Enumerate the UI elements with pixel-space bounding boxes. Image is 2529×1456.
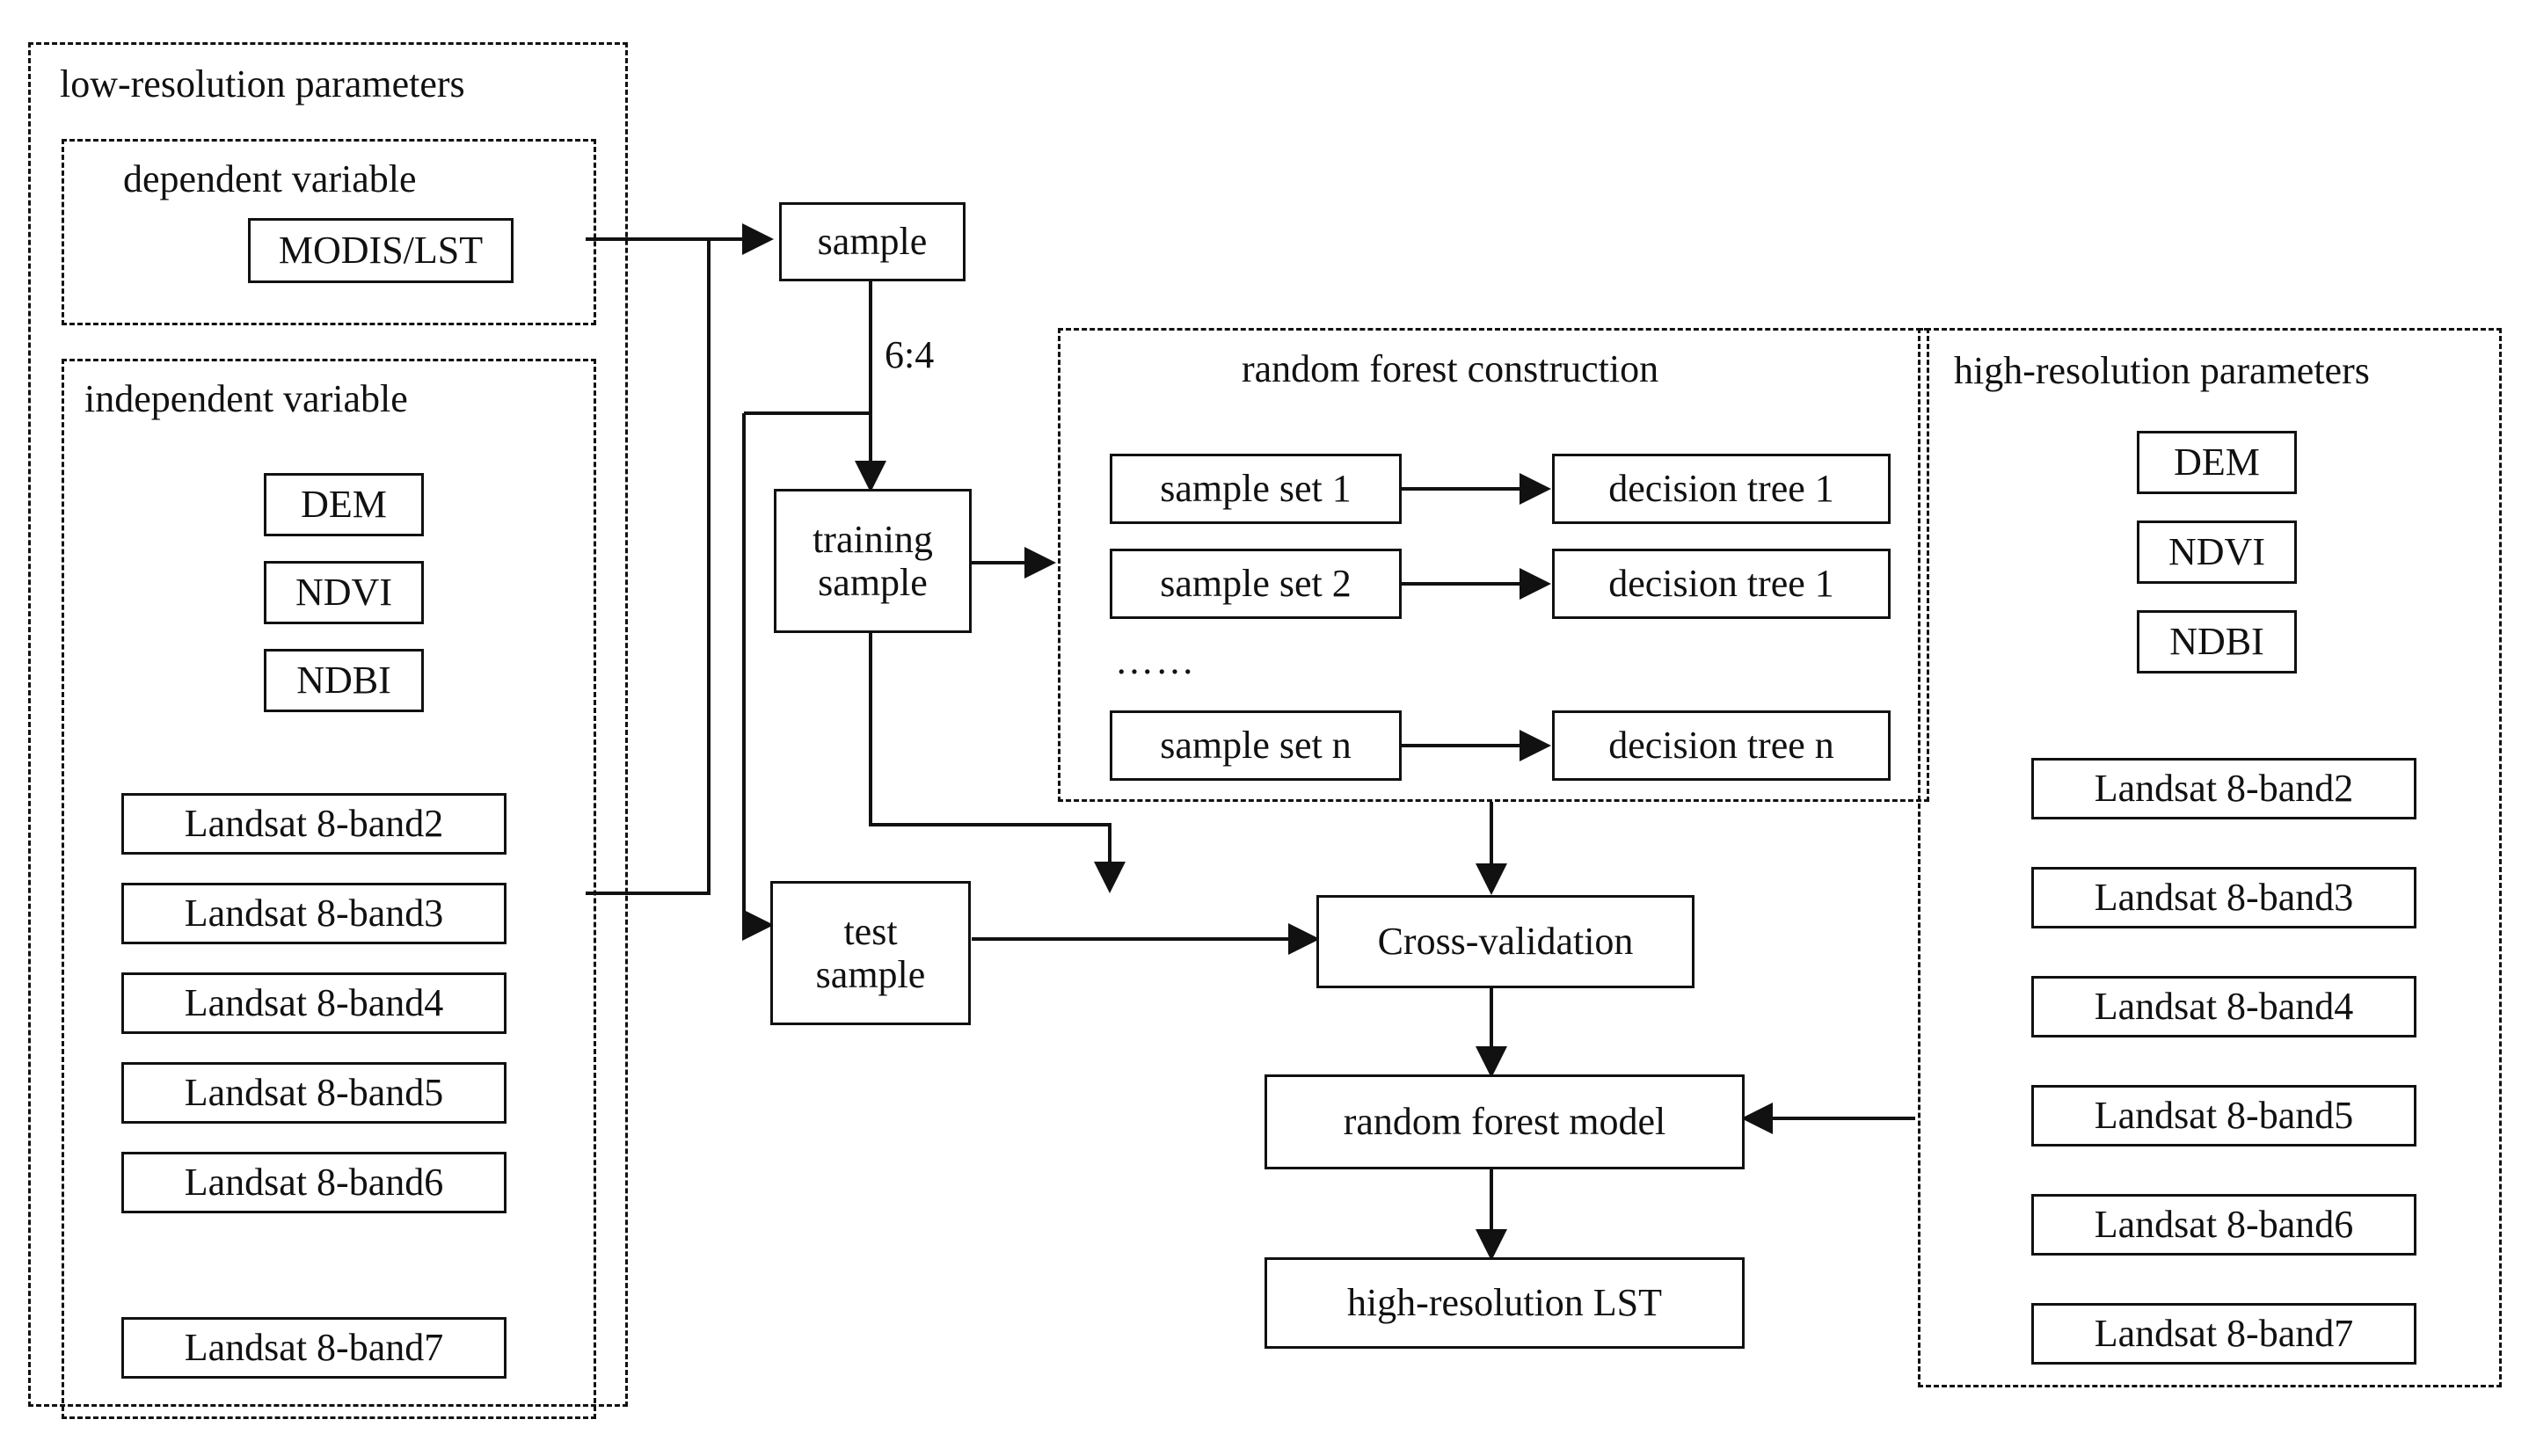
node-test-sample-line2: sample: [815, 953, 926, 996]
group-high-resolution-parameters: [1918, 328, 2502, 1387]
node-highres-ndbi[interactable]: NDBI: [2137, 610, 2297, 673]
node-training-sample[interactable]: training sample: [774, 489, 972, 633]
node-sample[interactable]: sample: [779, 202, 966, 281]
group-random-forest-label: random forest construction: [1242, 347, 1659, 390]
node-lowres-band6[interactable]: Landsat 8-band6: [121, 1152, 507, 1213]
node-test-sample[interactable]: test sample: [770, 881, 971, 1025]
node-lowres-dem[interactable]: DEM: [264, 473, 424, 536]
node-sample-set-n[interactable]: sample set n: [1110, 710, 1402, 781]
node-decision-tree-n[interactable]: decision tree n: [1552, 710, 1891, 781]
node-random-forest-model[interactable]: random forest model: [1264, 1074, 1745, 1169]
node-lowres-band4[interactable]: Landsat 8-band4: [121, 972, 507, 1034]
ellipsis-more-sample-sets: ……: [1115, 639, 1196, 682]
node-highres-ndvi[interactable]: NDVI: [2137, 521, 2297, 584]
node-highres-band6[interactable]: Landsat 8-band6: [2031, 1194, 2416, 1256]
node-lowres-ndvi[interactable]: NDVI: [264, 561, 424, 624]
node-highres-band4[interactable]: Landsat 8-band4: [2031, 976, 2416, 1037]
node-lowres-band2[interactable]: Landsat 8-band2: [121, 793, 507, 855]
node-highres-band5[interactable]: Landsat 8-band5: [2031, 1085, 2416, 1147]
group-independent-variable: [62, 359, 596, 1419]
node-training-sample-line2: sample: [818, 561, 928, 604]
group-low-resolution-label: low-resolution parameters: [60, 62, 465, 106]
node-highres-band7[interactable]: Landsat 8-band7: [2031, 1303, 2416, 1365]
node-sample-set-1[interactable]: sample set 1: [1110, 454, 1402, 524]
node-highres-band2[interactable]: Landsat 8-band2: [2031, 758, 2416, 819]
node-high-resolution-lst[interactable]: high-resolution LST: [1264, 1257, 1745, 1349]
node-test-sample-line1: test: [843, 909, 898, 953]
node-lowres-ndbi[interactable]: NDBI: [264, 649, 424, 712]
node-cross-validation[interactable]: Cross-validation: [1316, 895, 1695, 988]
node-decision-tree-1[interactable]: decision tree 1: [1552, 454, 1891, 524]
group-high-resolution-label: high-resolution parameters: [1954, 349, 2370, 392]
edge-training-to-crossval-rail: [869, 633, 1126, 893]
group-dependent-variable-label: dependent variable: [123, 157, 417, 200]
edge-rail-to-test: [742, 413, 774, 941]
node-modis-lst[interactable]: MODIS/LST: [248, 218, 514, 283]
node-lowres-band7[interactable]: Landsat 8-band7: [121, 1317, 507, 1379]
group-random-forest-construction: [1058, 328, 1929, 802]
group-low-resolution-parameters: [28, 42, 628, 1407]
node-decision-tree-2[interactable]: decision tree 1: [1552, 549, 1891, 619]
node-training-sample-line1: training: [813, 517, 933, 561]
group-independent-variable-label: independent variable: [84, 377, 408, 420]
edge-label-split-ratio: 6:4: [885, 333, 935, 376]
node-lowres-band3[interactable]: Landsat 8-band3: [121, 883, 507, 944]
node-sample-set-2[interactable]: sample set 2: [1110, 549, 1402, 619]
node-highres-dem[interactable]: DEM: [2137, 431, 2297, 494]
group-dependent-variable: [62, 139, 596, 325]
node-highres-band3[interactable]: Landsat 8-band3: [2031, 867, 2416, 928]
node-lowres-band5[interactable]: Landsat 8-band5: [121, 1062, 507, 1124]
